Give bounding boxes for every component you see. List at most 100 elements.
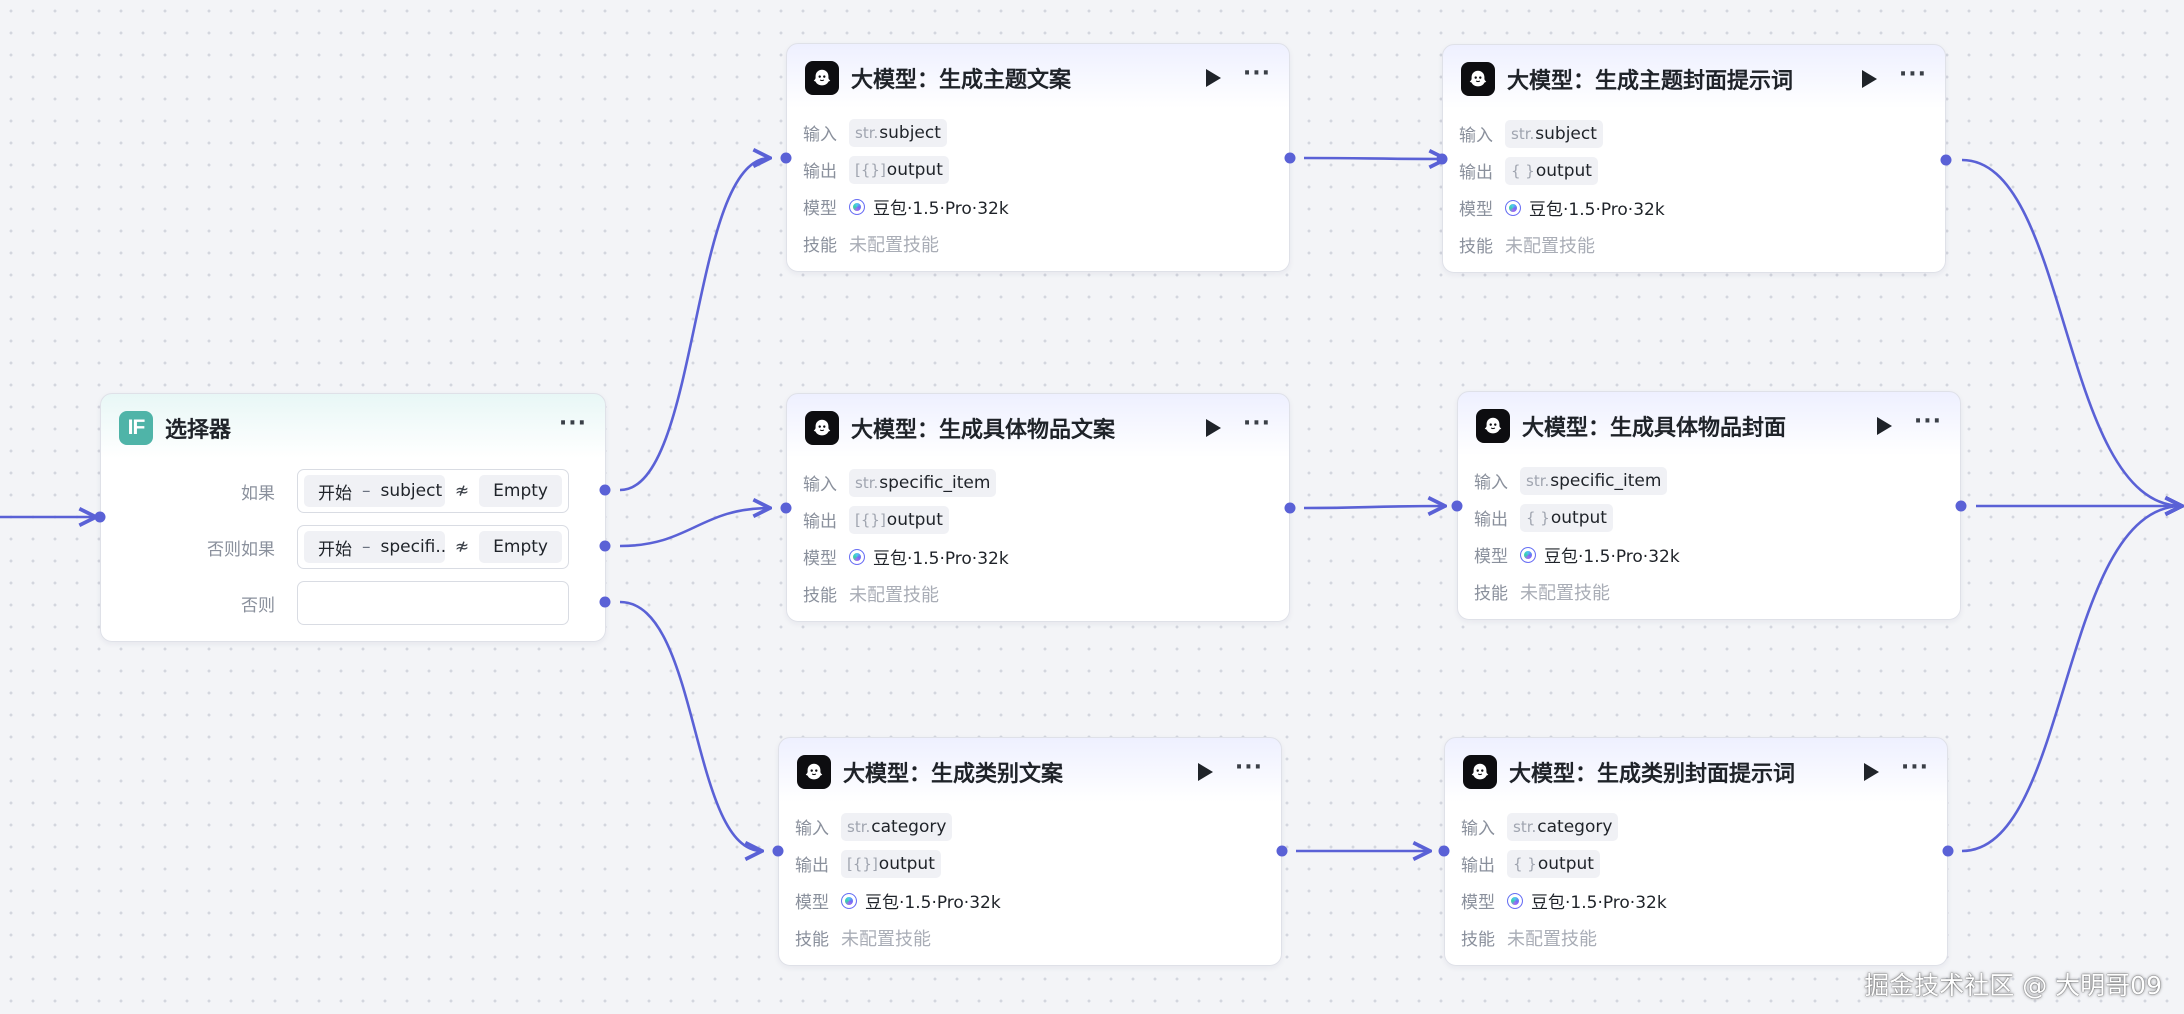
type-prefix: { } bbox=[1511, 161, 1535, 180]
input-variable: category bbox=[1537, 816, 1613, 837]
run-icon[interactable] bbox=[1197, 763, 1213, 781]
skill-value[interactable]: 未配置技能 bbox=[1520, 582, 1610, 604]
model-name[interactable]: 豆包·1.5·Pro·32k bbox=[849, 544, 1009, 569]
output-variable-tag[interactable]: [{}]output bbox=[849, 155, 949, 184]
model-label: 豆包·1.5·Pro·32k bbox=[1531, 893, 1667, 913]
output-row: 输出 { }output bbox=[1459, 152, 1929, 189]
node-input-port[interactable] bbox=[1436, 153, 1448, 165]
condition-operator[interactable]: ≉ bbox=[454, 481, 470, 501]
node-input-port[interactable] bbox=[772, 845, 784, 857]
output-variable-tag[interactable]: { }output bbox=[1507, 849, 1600, 878]
type-prefix: { } bbox=[1526, 508, 1550, 527]
node-output-port[interactable] bbox=[1942, 845, 1954, 857]
row-label: 技能 bbox=[1459, 237, 1493, 257]
selector-else-port[interactable] bbox=[599, 596, 611, 608]
run-icon[interactable] bbox=[1861, 70, 1877, 88]
row-label: 输出 bbox=[1459, 163, 1493, 183]
node-output-port[interactable] bbox=[1940, 154, 1952, 166]
model-name[interactable]: 豆包·1.5·Pro·32k bbox=[1507, 888, 1667, 913]
input-variable-tag[interactable]: str.subject bbox=[849, 118, 947, 147]
selector-if-port[interactable] bbox=[599, 484, 611, 496]
node-output-port[interactable] bbox=[1284, 502, 1296, 514]
condition-variable[interactable]: 开始 – specifi... bbox=[304, 531, 445, 563]
condition-operator[interactable]: ≉ bbox=[454, 537, 470, 557]
row-label: 技能 bbox=[803, 236, 837, 256]
node-output-port[interactable] bbox=[1284, 152, 1296, 164]
model-name[interactable]: 豆包·1.5·Pro·32k bbox=[849, 194, 1009, 219]
run-icon[interactable] bbox=[1876, 417, 1892, 435]
input-variable-tag[interactable]: str.category bbox=[1507, 812, 1619, 841]
more-options-icon[interactable]: ··· bbox=[1898, 62, 1927, 87]
skill-value[interactable]: 未配置技能 bbox=[1505, 235, 1595, 257]
output-variable-tag[interactable]: [{}]output bbox=[849, 505, 949, 534]
input-variable-tag[interactable]: str.category bbox=[841, 812, 953, 841]
more-options-icon[interactable]: ··· bbox=[558, 411, 587, 436]
selector-node[interactable]: IF 选择器 ··· 如果 开始 – subject ≉ Empty 否则如果 … bbox=[100, 393, 606, 642]
row-label: 技能 bbox=[795, 930, 829, 950]
output-variable-tag[interactable]: { }output bbox=[1520, 503, 1613, 532]
skill-value[interactable]: 未配置技能 bbox=[1507, 928, 1597, 950]
skill-row: 技能未配置技能 bbox=[803, 575, 1273, 612]
node-title: 大模型：生成具体物品文案 bbox=[851, 418, 1116, 443]
run-icon[interactable] bbox=[1205, 419, 1221, 437]
input-variable: subject bbox=[879, 122, 941, 143]
condition-box-else-if[interactable]: 开始 – specifi... ≉ Empty bbox=[297, 525, 569, 569]
row-label: 输出 bbox=[803, 512, 837, 532]
skill-value[interactable]: 未配置技能 bbox=[841, 928, 931, 950]
model-name[interactable]: 豆包·1.5·Pro·32k bbox=[841, 888, 1001, 913]
model-label: 豆包·1.5·Pro·32k bbox=[873, 199, 1009, 219]
run-icon[interactable] bbox=[1205, 69, 1221, 87]
node-title: 大模型：生成主题文案 bbox=[851, 68, 1072, 93]
node-input-port[interactable] bbox=[1438, 845, 1450, 857]
condition-box-else[interactable] bbox=[297, 581, 569, 625]
run-icon[interactable] bbox=[1863, 763, 1879, 781]
condition-box-if[interactable]: 开始 – subject ≉ Empty bbox=[297, 469, 569, 513]
watermark: 掘金技术社区 @ 大明哥09 bbox=[1864, 971, 2162, 1000]
input-variable: specific_item bbox=[879, 472, 991, 493]
condition-label: 否则如果 bbox=[207, 539, 275, 560]
condition-variable[interactable]: 开始 – subject bbox=[304, 475, 445, 507]
llm-node[interactable]: 大模型：生成具体物品文案 ··· 输入 str.specific_item 输出 [{}]… bbox=[786, 393, 1290, 622]
selector-input-port[interactable] bbox=[94, 511, 106, 523]
node-output-port[interactable] bbox=[1955, 500, 1967, 512]
type-prefix: str. bbox=[1511, 124, 1535, 143]
row-label: 模型 bbox=[803, 549, 837, 569]
node-input-port[interactable] bbox=[780, 502, 792, 514]
skill-row: 技能未配置技能 bbox=[1474, 573, 1944, 610]
more-options-icon[interactable]: ··· bbox=[1900, 755, 1929, 780]
input-variable-tag[interactable]: str.specific_item bbox=[849, 468, 997, 497]
row-label: 输入 bbox=[803, 475, 837, 495]
condition-value[interactable]: Empty bbox=[479, 475, 562, 507]
node-output-port[interactable] bbox=[1276, 845, 1288, 857]
node-input-port[interactable] bbox=[1451, 500, 1463, 512]
output-variable-tag[interactable]: { }output bbox=[1505, 156, 1598, 185]
more-options-icon[interactable]: ··· bbox=[1242, 61, 1271, 86]
model-name[interactable]: 豆包·1.5·Pro·32k bbox=[1505, 195, 1665, 220]
more-options-icon[interactable]: ··· bbox=[1234, 755, 1263, 780]
skill-value[interactable]: 未配置技能 bbox=[849, 584, 939, 606]
skill-row: 技能未配置技能 bbox=[1459, 226, 1929, 263]
input-variable-tag[interactable]: str.specific_item bbox=[1520, 466, 1668, 495]
input-variable-tag[interactable]: str.subject bbox=[1505, 119, 1603, 148]
more-options-icon[interactable]: ··· bbox=[1242, 411, 1271, 436]
type-prefix: [{}] bbox=[847, 854, 878, 873]
model-name[interactable]: 豆包·1.5·Pro·32k bbox=[1520, 542, 1680, 567]
node-input-port[interactable] bbox=[780, 152, 792, 164]
selector-else-if-port[interactable] bbox=[599, 540, 611, 552]
skill-value[interactable]: 未配置技能 bbox=[849, 234, 939, 256]
row-label: 输出 bbox=[795, 856, 829, 876]
ghost-icon bbox=[1471, 763, 1489, 780]
condition-value[interactable]: Empty bbox=[479, 531, 562, 563]
doubao-logo-icon bbox=[849, 198, 865, 215]
output-variable-tag[interactable]: [{}]output bbox=[841, 849, 941, 878]
more-options-icon[interactable]: ··· bbox=[1913, 409, 1942, 434]
if-icon: IF bbox=[119, 411, 153, 445]
row-label: 模型 bbox=[1459, 200, 1493, 220]
